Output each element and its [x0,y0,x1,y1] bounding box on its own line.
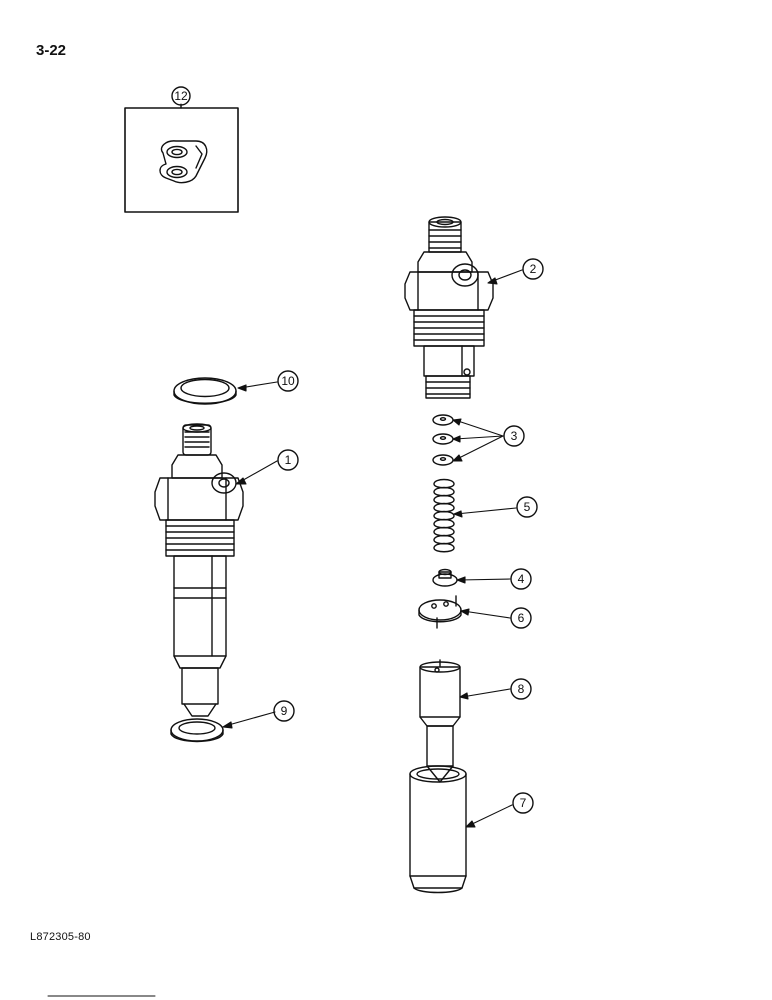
clamp-inset [124,105,239,213]
nozzle-holder-assembly-drawing [154,423,244,717]
callout-10: 10 [277,370,299,392]
nozzle-drawing [419,659,461,783]
callout-6-label: 6 [518,611,525,625]
callout-7: 7 [512,792,534,814]
spring-seat-drawing [432,568,458,587]
callout-10-label: 10 [281,374,295,388]
callout-7-label: 7 [520,796,527,810]
spring-drawing [433,478,455,553]
leader-lines [180,103,523,828]
nozzle-nut-drawing [409,765,467,894]
shims-drawing [432,414,454,466]
callout-8: 8 [510,678,532,700]
figure-code: L872305-80 [30,931,91,943]
clamp-drawing [159,140,208,184]
callout-6: 6 [510,607,532,629]
callout-9-label: 9 [281,704,288,718]
callout-5-label: 5 [524,500,531,514]
intermediate-plate-drawing [418,595,462,629]
callout-2: 2 [522,258,544,280]
callout-1: 1 [277,449,299,471]
callout-9: 9 [273,700,295,722]
callout-4-label: 4 [518,572,525,586]
callout-3-label: 3 [511,429,518,443]
page-number: 3-22 [36,42,67,59]
callout-8-label: 8 [518,682,525,696]
callout-4: 4 [510,568,532,590]
nozzle-holder-body-drawing [404,216,494,399]
callout-3: 3 [503,425,525,447]
callout-2-label: 2 [530,262,537,276]
callout-5: 5 [516,496,538,518]
callout-12-label: 12 [174,89,188,103]
washer-drawing [170,718,224,743]
callout-1-label: 1 [285,453,292,467]
seal-ring-drawing [173,377,237,405]
callout-12: 12 [171,86,191,106]
